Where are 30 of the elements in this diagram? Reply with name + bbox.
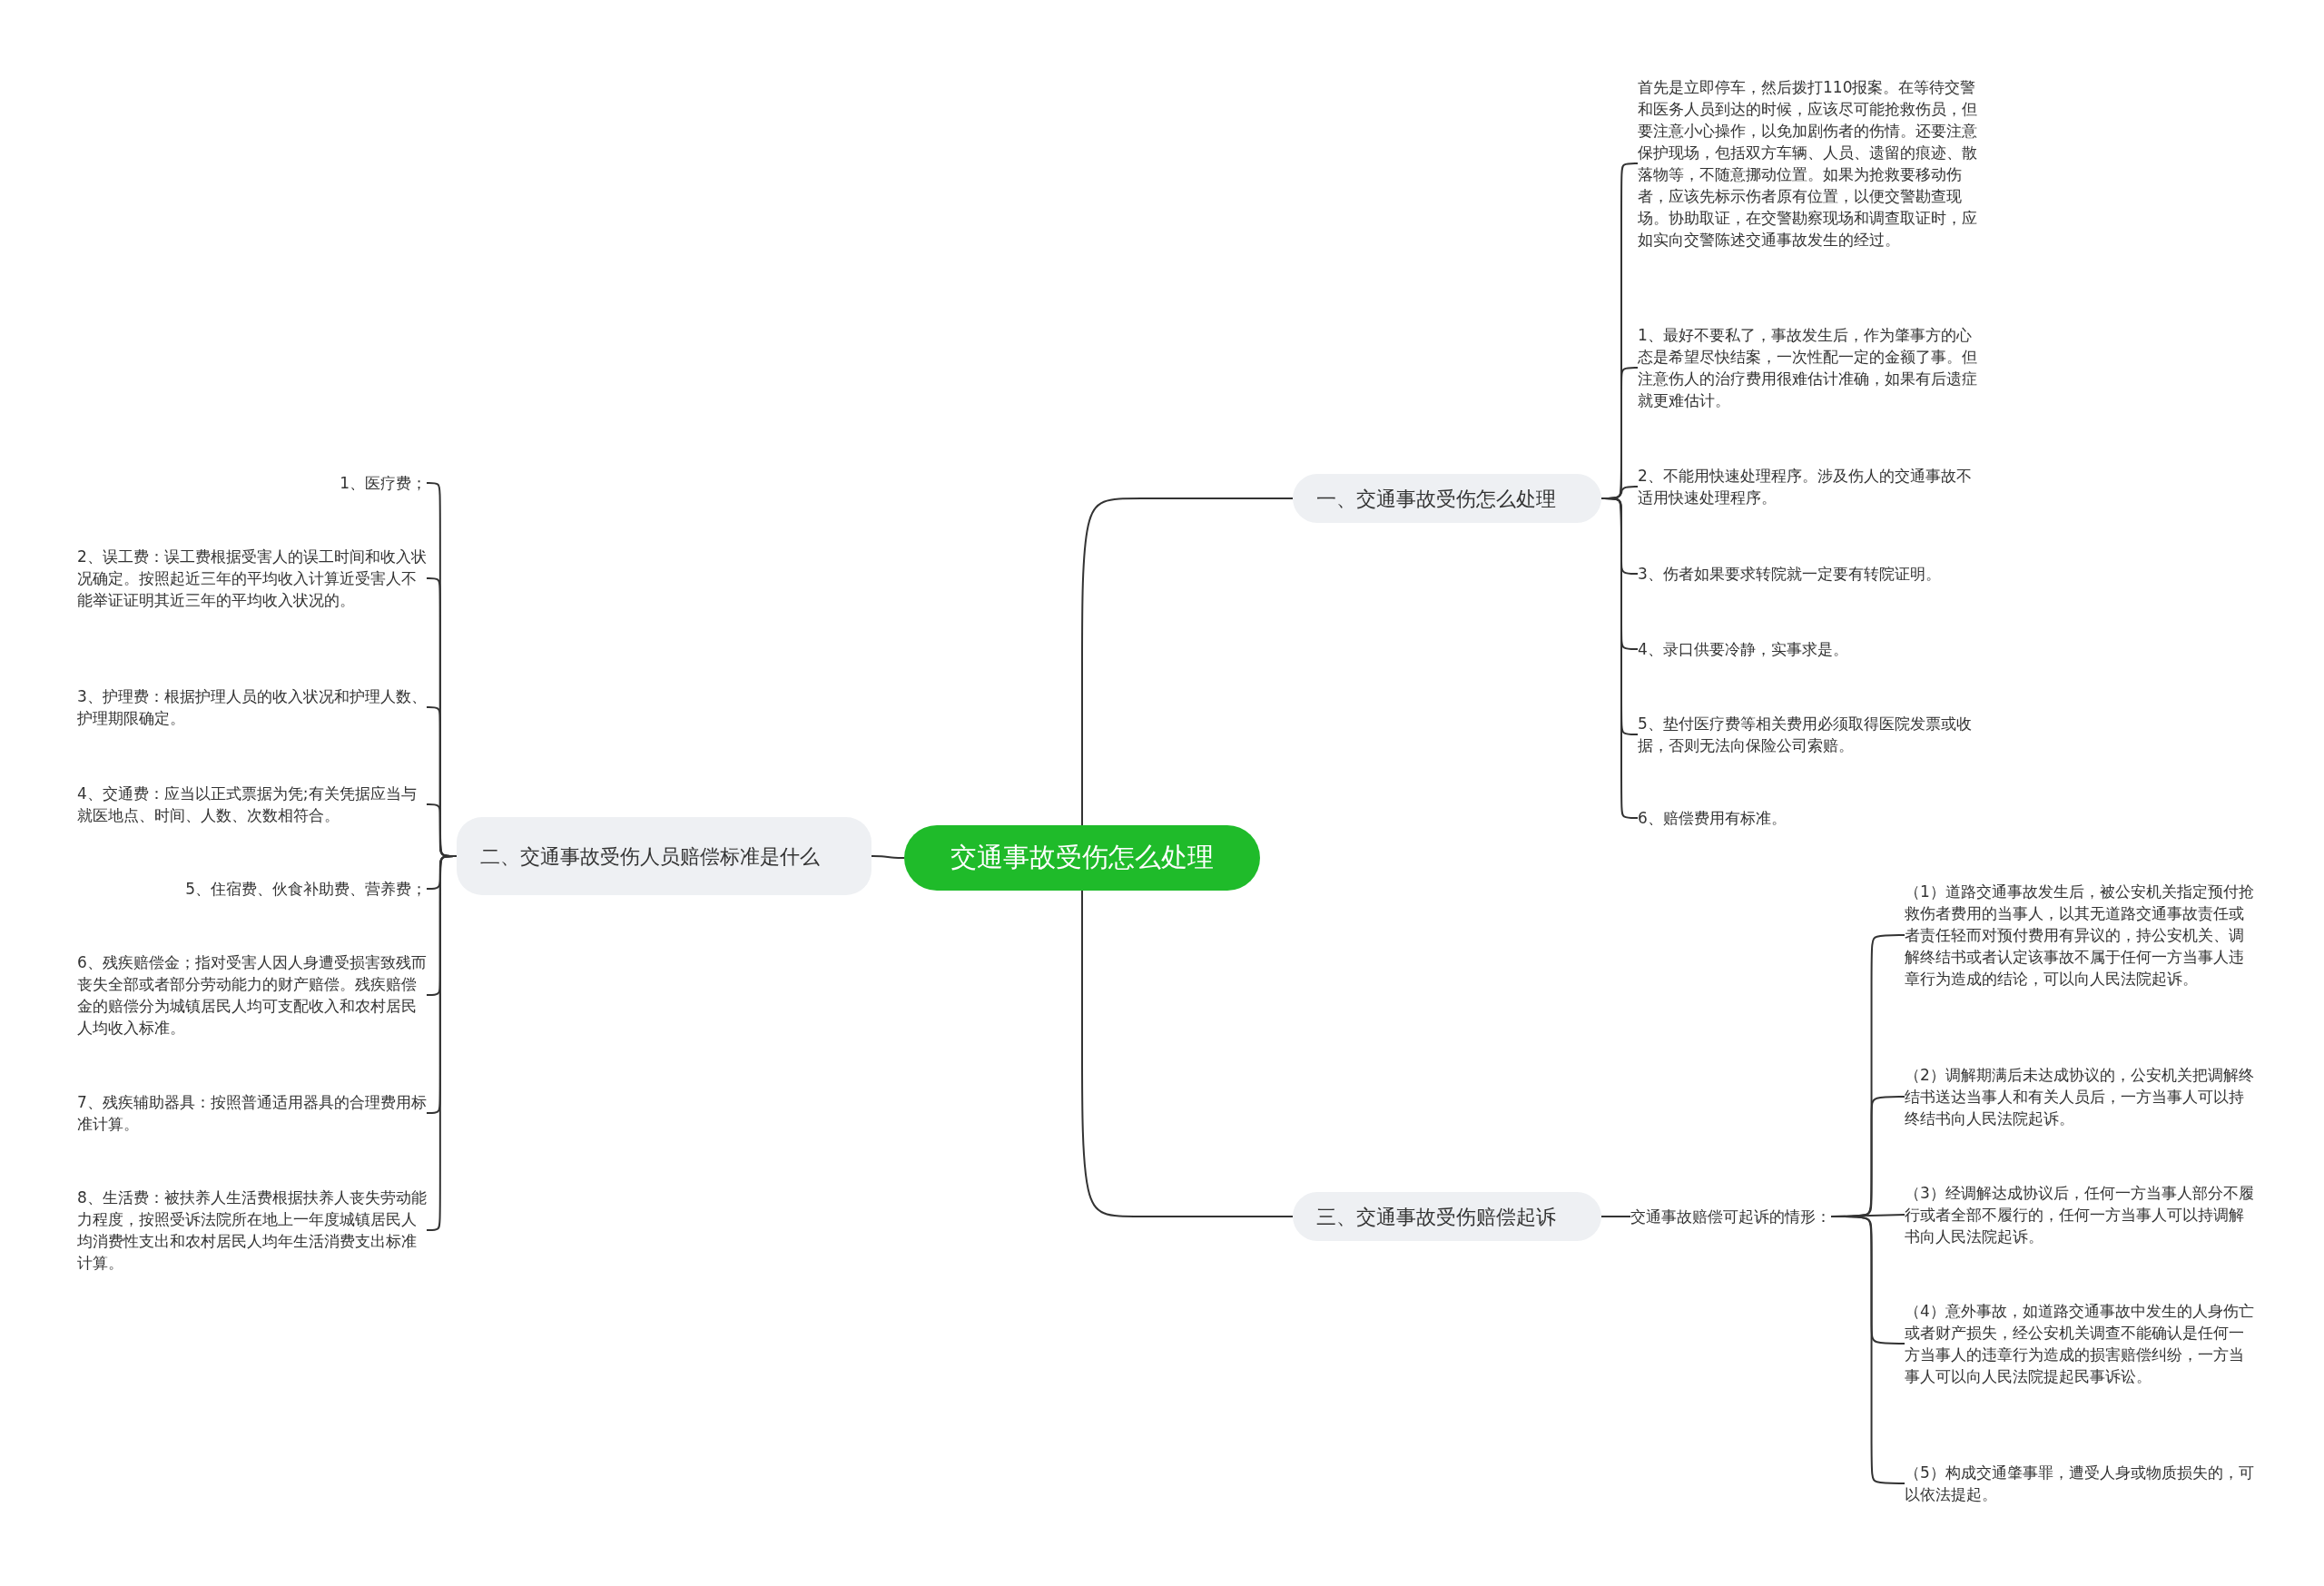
branch-topic: 二、交通事故受伤人员赔偿标准是什么 bbox=[457, 817, 872, 895]
note-text: 1、医疗费； bbox=[340, 472, 427, 494]
connector-line bbox=[871, 855, 905, 859]
note-text: （4）意外事故，如道路交通事故中发生的人身伤亡或者财产损失，经公安机关调查不能确认是任何一方当事人的违章行为造成的损害赔偿纠纷，一方当事人可以向人民法院提起民事诉讼。 bbox=[1905, 1300, 2254, 1387]
note-text: 3、护理费：根据护理人员的收入状况和护理人数、护理期限确定。 bbox=[77, 685, 427, 729]
note-text: 7、残疾辅助器具：按照普通适用器具的合理费用标准计算。 bbox=[77, 1091, 427, 1135]
note-text: 2、不能用快速处理程序。涉及伤人的交通事故不适用快速处理程序。 bbox=[1638, 465, 1983, 508]
branch-topic: 一、交通事故受伤怎么处理 bbox=[1293, 474, 1601, 523]
central-topic: 交通事故受伤怎么处理 bbox=[904, 825, 1260, 891]
note-text: 4、录口供要冷静，实事求是。 bbox=[1638, 638, 1848, 660]
note-text: 首先是立即停车，然后拨打110报案。在等待交警和医务人员到达的时候，应该尽可能抢救伤员，但要注意小心操作，以免加剧伤者的伤情。还要注意保护现场，包括双方车辆、人员、遗留的痕迹、散落物等，不随意挪动位置。如果为抢救要移动伤者，应该先标示伤者原有位置，以便交警勘查现场。协助取证，在交警勘察现场和调查取证时，应如实向交警陈述交通事故发生的经过。 bbox=[1638, 76, 1983, 251]
connector-line bbox=[1830, 1216, 1905, 1484]
note-text: 5、住宿费、伙食补助费、营养费； bbox=[185, 878, 427, 900]
connector-line bbox=[1081, 890, 1294, 1217]
connector-line bbox=[1600, 1216, 1631, 1217]
connector-line bbox=[1081, 497, 1294, 826]
note-text: 2、误工费：误工费根据受害人的误工时间和收入状况确定。按照起近三年的平均收入计算近受害人不能举证证明其近三年的平均收入状况的。 bbox=[77, 546, 427, 611]
note-text: （1）道路交通事故发生后，被公安机关指定预付抢救伤者费用的当事人，以其无道路交通事故责任或者责任轻而对预付费用有异议的，持公安机关、调解终结书或者认定该事故不属于任何一方当事人违章行为造成的结论，可以向人民法院起诉。 bbox=[1905, 881, 2254, 990]
note-text: 3、伤者如果要求转院就一定要有转院证明。 bbox=[1638, 563, 1941, 585]
note-text: 8、生活费：被扶养人生活费根据扶养人丧失劳动能力程度，按照受诉法院所在地上一年度城镇居民人均消费性支出和农村居民人均年生活消费支出标准计算。 bbox=[77, 1187, 427, 1274]
note-text: 5、垫付医疗费等相关费用必须取得医院发票或收据，否则无法向保险公司索赔。 bbox=[1638, 713, 1983, 756]
note-text: 4、交通费：应当以正式票据为凭;有关凭据应当与就医地点、时间、人数、次数相符合。 bbox=[77, 783, 427, 826]
note-text: （2）调解期满后未达成协议的，公安机关把调解终结书送达当事人和有关人员后，一方当事人可以持终结书向人民法院起诉。 bbox=[1905, 1064, 2254, 1129]
note-text: 6、残疾赔偿金；指对受害人因人身遭受损害致残而丧失全部或者部分劳动能力的财产赔偿。残疾赔偿金的赔偿分为城镇居民人均可支配收入和农村居民人均收入标准。 bbox=[77, 951, 427, 1039]
note-text: （3）经调解达成协议后，任何一方当事人部分不履行或者全部不履行的，任何一方当事人可以持调解书向人民法院起诉。 bbox=[1905, 1182, 2254, 1247]
branch-topic: 三、交通事故受伤赔偿起诉 bbox=[1293, 1192, 1601, 1241]
note-text: 6、赔偿费用有标准。 bbox=[1638, 807, 1787, 829]
note-text: 1、最好不要私了，事故发生后，作为肇事方的心态是希望尽快结案，一次性配一定的金额了事。但注意伤人的治疗费用很难估计准确，如果有后遗症就更难估计。 bbox=[1638, 324, 1983, 411]
note-text: （5）构成交通肇事罪，遭受人身或物质损失的，可以依法提起。 bbox=[1905, 1462, 2254, 1505]
note-text: 交通事故赔偿可起诉的情形： bbox=[1630, 1206, 1831, 1227]
